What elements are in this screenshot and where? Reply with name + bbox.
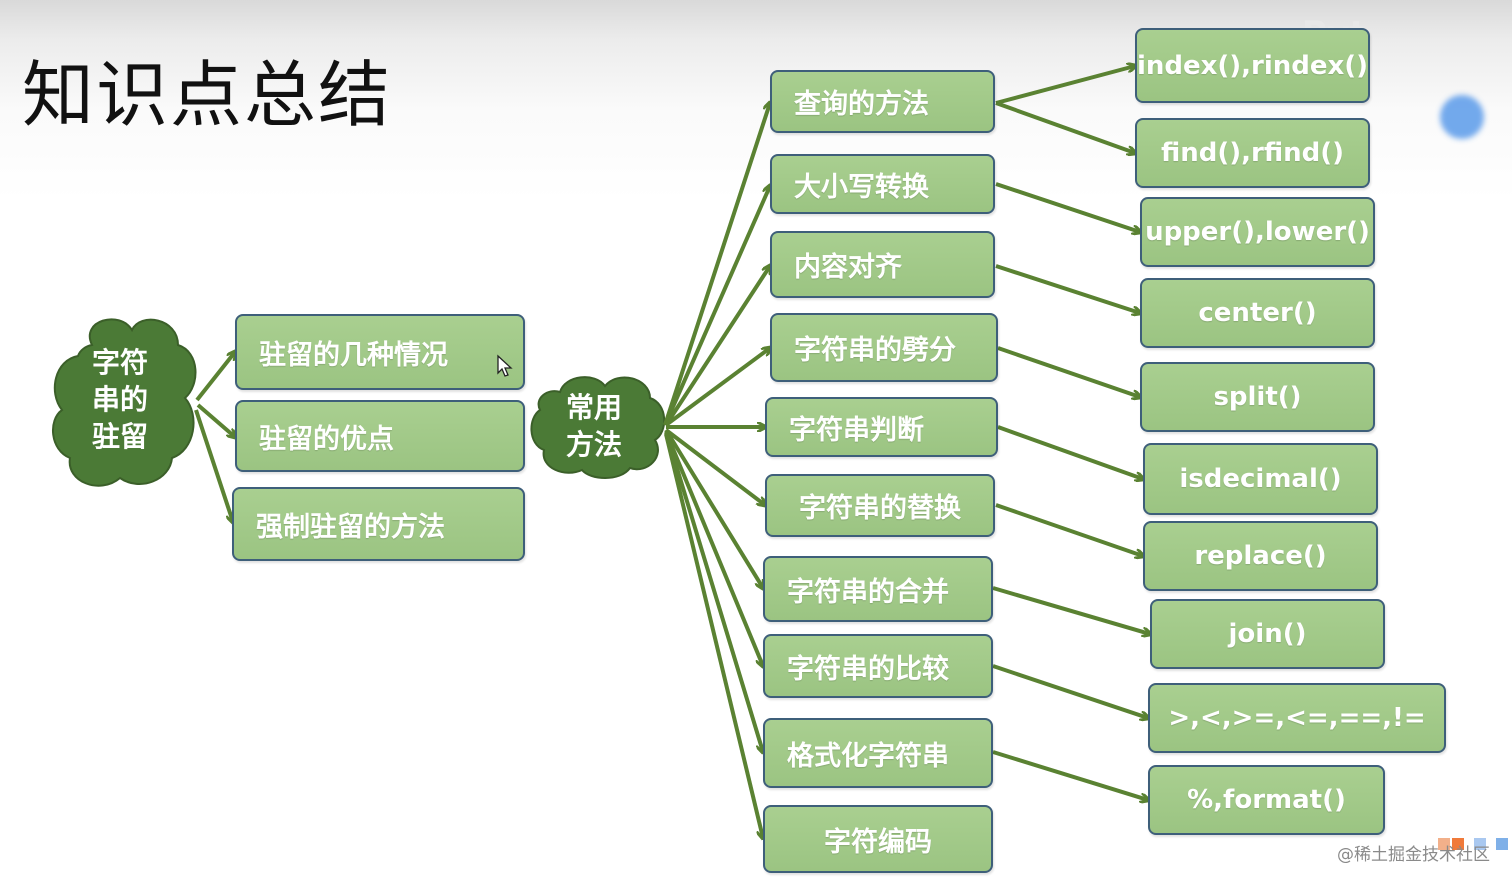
- function-node-join[interactable]: join(): [1150, 599, 1385, 669]
- node-label: %,format(): [1187, 785, 1346, 815]
- node-label: 大小写转换: [794, 171, 929, 203]
- decorative-pixel: [1452, 838, 1464, 850]
- node-label: 字符串的比较: [787, 653, 949, 685]
- function-node-split[interactable]: split(): [1140, 362, 1375, 432]
- arrow-hub-to-align: [664, 266, 770, 427]
- category-node-join[interactable]: 字符串的合并: [763, 556, 993, 622]
- resident-node-advantages[interactable]: 驻留的优点: [235, 400, 525, 472]
- watermark: @稀土掘金技术社区: [1337, 845, 1490, 865]
- category-node-replace[interactable]: 字符串的替换: [765, 474, 995, 537]
- category-node-compare[interactable]: 字符串的比较: [763, 634, 993, 698]
- arrow-judge-to-isdecimal: [997, 425, 1143, 479]
- arrow-hub-to-join: [664, 428, 763, 588]
- arrow-root-to-forced: [194, 409, 233, 522]
- arrow-root-to-advantages: [196, 403, 235, 437]
- node-label: split(): [1213, 382, 1302, 412]
- node-label: center(): [1198, 298, 1317, 328]
- arrow-query-to-find: [995, 101, 1135, 153]
- resident-node-situations[interactable]: 驻留的几种情况: [235, 314, 525, 390]
- arrow-hub-to-split: [664, 348, 770, 427]
- node-label: 驻留的几种情况: [259, 339, 448, 371]
- decorative-pixel: [1474, 838, 1486, 850]
- node-label: index(),rindex(): [1136, 50, 1369, 81]
- node-label: replace(): [1194, 541, 1327, 571]
- category-node-case[interactable]: 大小写转换: [770, 154, 995, 214]
- arrow-align-to-center: [995, 264, 1140, 313]
- hub-cloud-shape: [530, 376, 666, 479]
- node-label: find(),rfind(): [1160, 138, 1344, 168]
- node-label: 字符串判断: [789, 414, 924, 446]
- node-label: 格式化字符串: [787, 740, 949, 772]
- root-topic-label: 字符 串的 驻留: [78, 344, 162, 455]
- arrow-split-to-split: [997, 346, 1140, 397]
- node-label: 强制驻留的方法: [256, 511, 445, 543]
- category-node-align[interactable]: 内容对齐: [770, 231, 995, 298]
- hub-label-line: 常用: [565, 391, 622, 424]
- arrow-query-to-index: [995, 66, 1135, 105]
- mouse-pointer-icon: [497, 354, 513, 377]
- node-label: join(): [1228, 619, 1307, 649]
- arrow-case-to-upper: [995, 182, 1140, 232]
- node-label: 字符串的替换: [799, 493, 961, 524]
- node-label: isdecimal(): [1179, 464, 1342, 494]
- node-label: upper(),lower(): [1145, 217, 1370, 247]
- category-node-judge[interactable]: 字符串判断: [765, 397, 998, 457]
- decorative-pixel: [1496, 838, 1508, 850]
- root-cloud-shape: [51, 318, 197, 487]
- blurred-icon: [1440, 95, 1484, 139]
- node-label: 查询的方法: [794, 89, 929, 120]
- node-label: 字符编码: [824, 826, 932, 858]
- root-label-line: 驻留: [91, 420, 148, 453]
- arrow-join-to-join: [992, 586, 1150, 634]
- category-node-split[interactable]: 字符串的劈分: [770, 313, 998, 382]
- resident-node-forced[interactable]: 强制驻留的方法: [232, 487, 525, 561]
- category-node-query[interactable]: 查询的方法: [770, 70, 995, 133]
- root-label-line: 字符: [91, 346, 148, 379]
- category-node-format[interactable]: 格式化字符串: [763, 718, 993, 788]
- arrow-root-to-situations: [195, 352, 235, 402]
- arrow-hub-to-format: [664, 431, 763, 752]
- function-node-replace[interactable]: replace(): [1143, 521, 1378, 591]
- function-node-center[interactable]: center(): [1140, 278, 1375, 348]
- root-label-line: 串的: [91, 383, 148, 416]
- function-node-comparison-operators[interactable]: >,<,>=,<=,==,!=: [1148, 683, 1446, 753]
- node-label: 驻留的优点: [259, 423, 394, 455]
- function-node-upper[interactable]: upper(),lower(): [1140, 197, 1375, 267]
- arrow-hub-to-replace: [664, 428, 765, 505]
- node-label: 内容对齐: [794, 252, 902, 283]
- arrow-hub-to-compare: [664, 431, 763, 666]
- node-label: 字符串的劈分: [794, 335, 956, 366]
- arrow-hub-to-query: [663, 103, 770, 426]
- decorative-pixel: [1438, 838, 1450, 850]
- hub-label-line: 方法: [565, 428, 622, 461]
- function-node-format[interactable]: %,format(): [1148, 765, 1385, 835]
- node-label: >,<,>=,<=,==,!=: [1168, 703, 1426, 733]
- function-node-find[interactable]: find(),rfind(): [1135, 118, 1370, 188]
- function-node-isdecimal[interactable]: isdecimal(): [1143, 443, 1378, 515]
- page-title: 知识点总结: [22, 53, 393, 137]
- node-label: 字符串的合并: [787, 576, 949, 608]
- arrow-hub-to-encoding: [664, 433, 763, 838]
- function-node-index[interactable]: index(),rindex(): [1135, 28, 1370, 103]
- arrow-hub-to-case: [663, 186, 770, 426]
- category-node-encoding[interactable]: 字符编码: [763, 805, 993, 873]
- arrow-replace-to-replace: [995, 503, 1143, 556]
- hub-topic-label: 常用 方法: [552, 389, 636, 463]
- arrow-format-to-format: [992, 750, 1148, 800]
- arrow-compare-to-operators: [992, 664, 1148, 718]
